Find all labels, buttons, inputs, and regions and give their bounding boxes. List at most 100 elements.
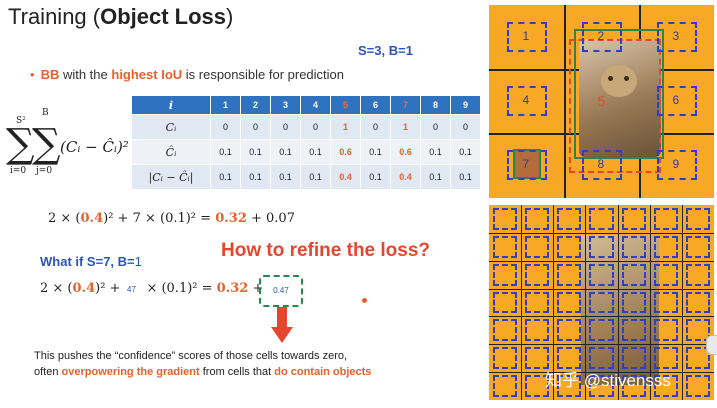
params-label: S=3, B=1 — [358, 43, 413, 58]
table-cell: 0 — [210, 114, 241, 140]
table-cell: 0.1 — [360, 139, 391, 165]
bullet-post: is responsible for prediction — [182, 67, 345, 82]
table-cell: 0.1 — [210, 164, 241, 190]
table-header-cell: 8 — [420, 95, 451, 115]
what-if-text: What if S=7, B= — [40, 254, 135, 269]
table-cell: 0.1 — [420, 164, 451, 190]
cell-box — [506, 22, 547, 52]
ground-truth-box — [574, 29, 664, 159]
bullet-point: •BB with the highest IoU is responsible … — [30, 67, 344, 82]
grid7-line — [681, 205, 683, 400]
cell-number: 1 — [522, 29, 530, 43]
grid7-cell-box — [525, 375, 550, 397]
grid7-cell-box — [621, 291, 646, 314]
eq2-highlight: 0.4 — [72, 281, 96, 296]
grid7-cell-box — [589, 319, 614, 342]
eq1-highlight: 0.4 — [80, 211, 104, 226]
grid7-cell-box — [493, 291, 518, 314]
grid7-cell-box — [621, 319, 646, 342]
table-header-cell: 1 — [210, 95, 241, 115]
dashed-value-box: 0.47 — [259, 275, 303, 307]
grid7-cell-box — [621, 235, 646, 258]
table-cell: 0.1 — [450, 139, 481, 165]
sum-body: (Cᵢ − Ĉᵢ)² — [60, 138, 129, 156]
what-if-heading: What if S=7, B=1 — [40, 254, 142, 269]
grid7-cell-box — [685, 291, 710, 314]
grid7-cell-box — [557, 263, 582, 286]
grid7-line — [617, 205, 619, 400]
cat-image — [579, 39, 661, 157]
grid7-line — [649, 205, 651, 400]
grid7-cell-box — [493, 319, 518, 342]
title-close: ) — [226, 4, 234, 29]
grid-line — [564, 5, 566, 198]
grid7-cell-box — [653, 319, 678, 342]
table-cell: 0.1 — [240, 139, 271, 165]
table-header-cell: 2 — [240, 95, 271, 115]
grid7-cell-box — [557, 208, 582, 230]
grid7-cell-box — [525, 235, 550, 258]
side-scroll-handle[interactable] — [706, 335, 717, 355]
grid7-cell-box — [525, 319, 550, 342]
sum-lower-i: i=0 — [10, 166, 27, 176]
grid7-cell-box — [493, 375, 518, 397]
cell-number: 9 — [672, 157, 680, 171]
eq2-part: = — [197, 281, 217, 296]
table-row-label: Ĉᵢ — [131, 139, 211, 165]
eq2-part: )² + — [95, 281, 121, 296]
grid7-cell-box — [589, 347, 614, 370]
grid7-cell-box — [653, 347, 678, 370]
eq1-result: 0.32 — [215, 211, 247, 226]
grid7-cell-box — [525, 347, 550, 370]
cell-box — [656, 150, 697, 180]
para-highlight: do contain objects — [274, 366, 372, 378]
table-row-label: Cᵢ — [131, 114, 211, 140]
eq1-part: 2 × ( — [48, 211, 81, 226]
table-header-cell: 3 — [270, 95, 301, 115]
bullet-pre: with the — [59, 67, 112, 82]
cell-box — [656, 86, 697, 116]
table-header-cell: 4 — [300, 95, 331, 115]
grid7-line — [521, 205, 523, 400]
paragraph-line-1: This pushes the “confidence” scores of t… — [34, 350, 348, 362]
cell-box — [506, 86, 547, 116]
grid7-cell-box — [589, 208, 614, 230]
grid7-line — [489, 260, 714, 262]
grid7-cell-box — [653, 235, 678, 258]
table-cell: 0.1 — [300, 164, 331, 190]
eq2-coefficient: 47 — [127, 285, 136, 294]
grid7-cell-box — [653, 263, 678, 286]
grid7-line — [553, 205, 555, 400]
explanation-paragraph: This pushes the “confidence” scores of t… — [34, 348, 371, 380]
table-cell: 0.1 — [300, 139, 331, 165]
grid7-cell-box — [557, 291, 582, 314]
cell-number: 5 — [597, 93, 606, 109]
grid7-cell-box — [493, 347, 518, 370]
grid-7x7-illustration — [489, 205, 714, 400]
eq1-part: = — [196, 211, 216, 226]
table-cell: 0.1 — [450, 164, 481, 190]
para-highlight: overpowering the gradient — [61, 366, 200, 378]
table-cell: 0.4 — [390, 164, 421, 190]
cell-number: 3 — [672, 29, 680, 43]
what-if-num: 1 — [134, 254, 142, 269]
grid7-line — [489, 344, 714, 346]
bullet-highlight: highest IoU — [111, 67, 183, 82]
eq2-result: 0.32 — [216, 281, 249, 296]
table-cell: 0.6 — [390, 139, 421, 165]
grid7-cell-box — [621, 263, 646, 286]
cell-number: 6 — [672, 93, 680, 107]
table-cell: 1 — [390, 114, 421, 140]
table-cell: 0 — [360, 114, 391, 140]
grid7-cell-box — [685, 235, 710, 258]
table-cell: 0 — [270, 114, 301, 140]
table-cell: 0.4 — [330, 164, 361, 190]
grid7-cell-box — [525, 208, 550, 230]
grid7-cell-box — [493, 208, 518, 230]
title-plain: Training ( — [8, 4, 101, 29]
table-cell: 0.1 — [210, 139, 241, 165]
slide-title: Training (Object Loss) — [8, 4, 233, 30]
table-cell: 0.1 — [240, 164, 271, 190]
sigma-icon: ∑ — [6, 121, 35, 167]
